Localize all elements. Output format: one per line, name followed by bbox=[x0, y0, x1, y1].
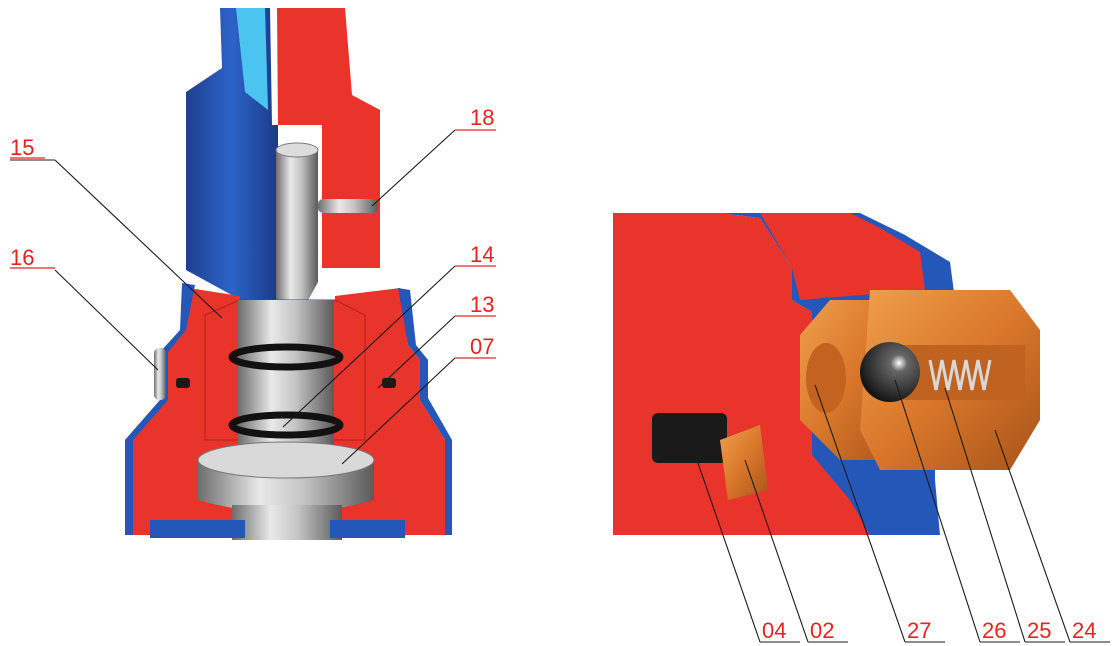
callout-13: 13 bbox=[377, 292, 496, 389]
label-27: 27 bbox=[907, 618, 931, 643]
callout-24: 24 bbox=[994, 429, 1110, 643]
left-stem-top bbox=[276, 148, 318, 315]
callout-15: 15 bbox=[10, 135, 223, 319]
o-ring-13 bbox=[228, 411, 344, 439]
label-15: 15 bbox=[10, 135, 34, 160]
lower-blue-base-right bbox=[330, 520, 405, 538]
left-valve-view: 15 16 18 14 13 07 bbox=[10, 8, 496, 540]
callout-26: 26 bbox=[894, 379, 1020, 643]
brass-ring-02 bbox=[720, 425, 768, 500]
label-25: 25 bbox=[1027, 618, 1051, 643]
right-valve-view: 04 02 27 26 25 24 bbox=[613, 213, 1110, 643]
spring-25 bbox=[928, 359, 992, 391]
left-blue-edge bbox=[398, 288, 452, 535]
left-stem-shaft bbox=[238, 300, 334, 445]
o-ring-upper bbox=[228, 343, 344, 371]
label-13: 13 bbox=[470, 292, 494, 317]
pin-18 bbox=[318, 199, 378, 213]
callout-16: 16 bbox=[10, 245, 159, 371]
gasket-04 bbox=[652, 413, 727, 463]
callout-25: 25 bbox=[944, 387, 1065, 643]
left-blue-edge-left bbox=[125, 283, 195, 535]
callout-18: 18 bbox=[371, 105, 496, 207]
right-red-inner bbox=[760, 213, 925, 300]
callout-02: 02 bbox=[744, 459, 848, 643]
label-14: 14 bbox=[470, 242, 494, 267]
lower-stem bbox=[232, 505, 342, 540]
label-16: 16 bbox=[10, 245, 34, 270]
callout-27: 27 bbox=[814, 384, 945, 643]
label-04: 04 bbox=[762, 618, 786, 643]
label-24: 24 bbox=[1072, 618, 1096, 643]
ball-26 bbox=[860, 342, 920, 402]
label-07: 07 bbox=[470, 334, 494, 359]
callout-07: 07 bbox=[341, 334, 496, 465]
left-light-blue-highlight bbox=[236, 8, 268, 110]
pin-16 bbox=[154, 348, 166, 400]
seal-ring-left bbox=[176, 378, 190, 388]
callout-14: 14 bbox=[282, 242, 496, 428]
label-02: 02 bbox=[810, 618, 834, 643]
callout-04: 04 bbox=[689, 439, 800, 643]
lower-blue-base bbox=[150, 520, 245, 538]
left-stem-top-cap bbox=[275, 142, 319, 158]
disc-07-top bbox=[197, 441, 375, 479]
plug-27-bore bbox=[806, 343, 846, 413]
label-26: 26 bbox=[982, 618, 1006, 643]
label-18: 18 bbox=[470, 105, 494, 130]
